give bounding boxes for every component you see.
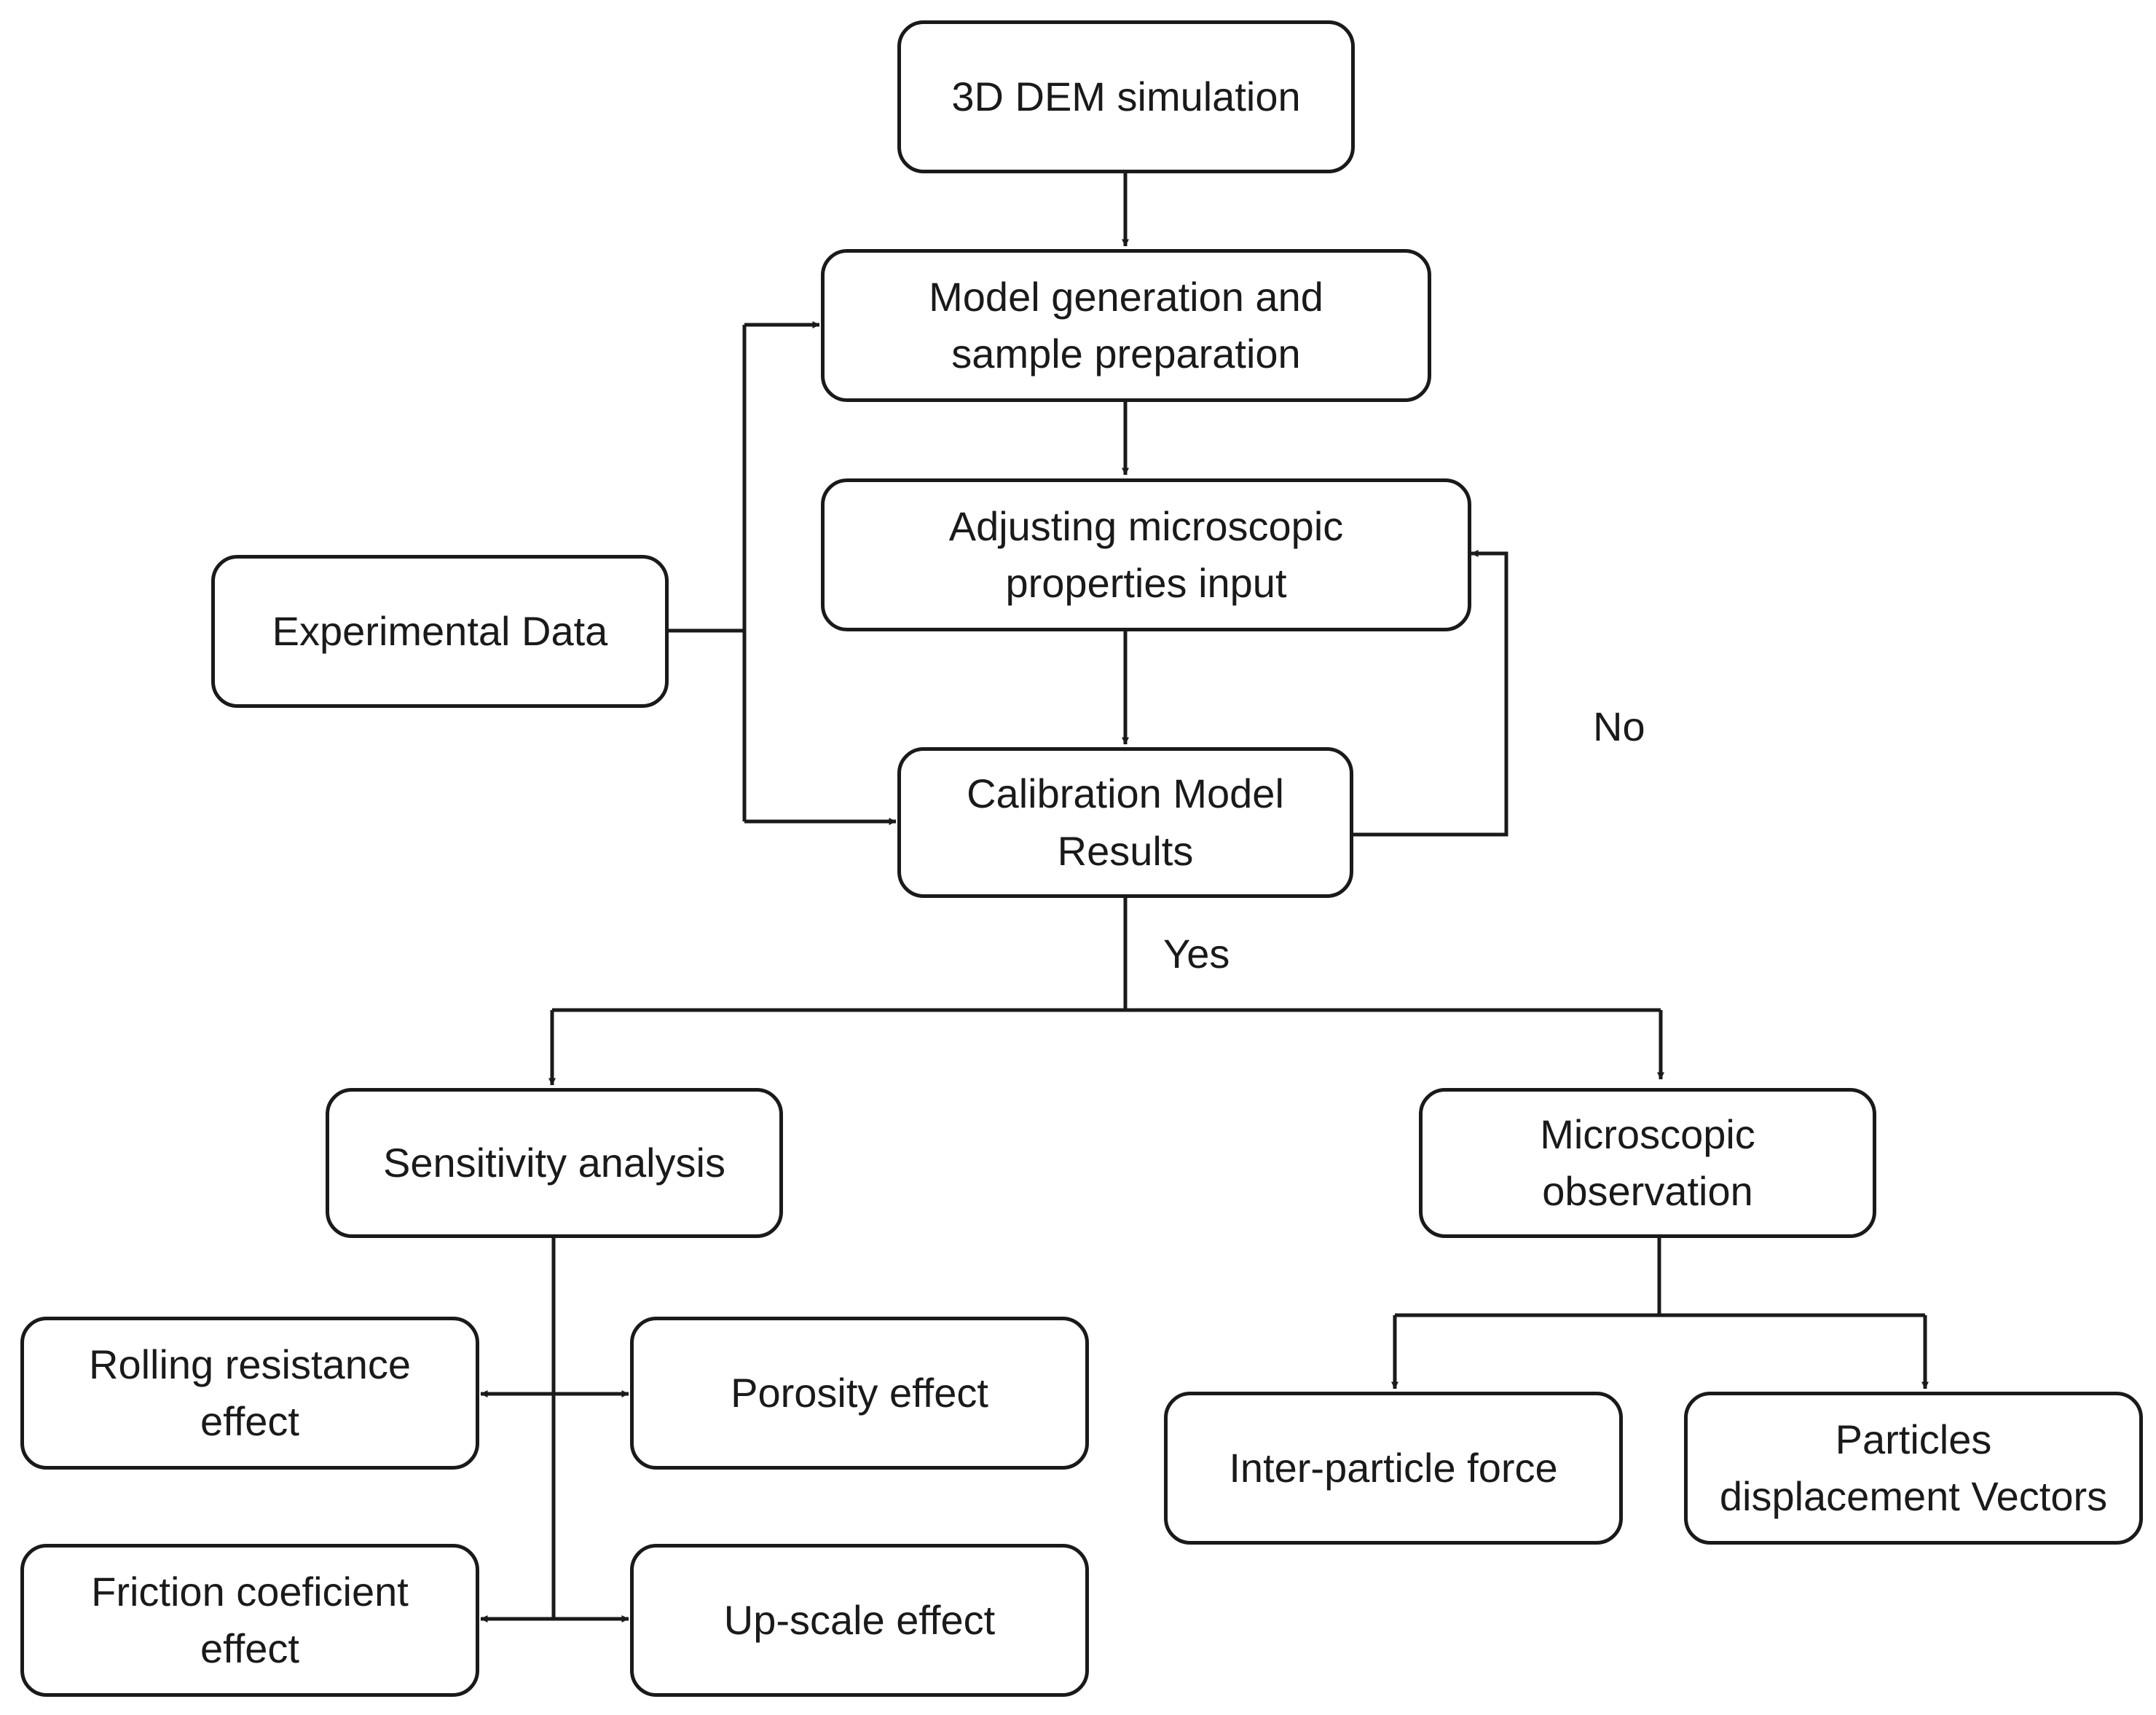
node-calibration-model-results: Calibration Model Results bbox=[897, 747, 1353, 898]
node-porosity-effect: Porosity effect bbox=[630, 1317, 1089, 1470]
node-upscale-effect: Up-scale effect bbox=[630, 1544, 1089, 1697]
line-experimental-trunk bbox=[669, 325, 747, 821]
node-3d-dem-simulation: 3D DEM simulation bbox=[897, 20, 1355, 173]
node-rolling-resistance-effect: Rolling resistance effect bbox=[20, 1317, 479, 1470]
line-observation-branch bbox=[1395, 1238, 1925, 1317]
arrow-no-loop-to-adjusting bbox=[1353, 550, 1508, 837]
node-microscopic-observation: Microscopic observation bbox=[1419, 1088, 1876, 1238]
line-yes-branch bbox=[552, 898, 1661, 1012]
node-inter-particle-force: Inter-particle force bbox=[1164, 1392, 1623, 1545]
label-no: No bbox=[1593, 703, 1645, 749]
node-experimental-data: Experimental Data bbox=[211, 555, 669, 708]
label-yes: Yes bbox=[1163, 931, 1230, 977]
node-adjusting-microscopic-properties: Adjusting microscopic properties input bbox=[821, 478, 1471, 631]
node-particles-displacement-vectors: Particles displacement Vectors bbox=[1684, 1392, 2143, 1545]
node-model-generation: Model generation and sample preparation bbox=[821, 249, 1431, 402]
node-friction-coeficient-effect: Friction coeficient effect bbox=[20, 1544, 479, 1697]
node-sensitivity-analysis: Sensitivity analysis bbox=[326, 1088, 783, 1238]
